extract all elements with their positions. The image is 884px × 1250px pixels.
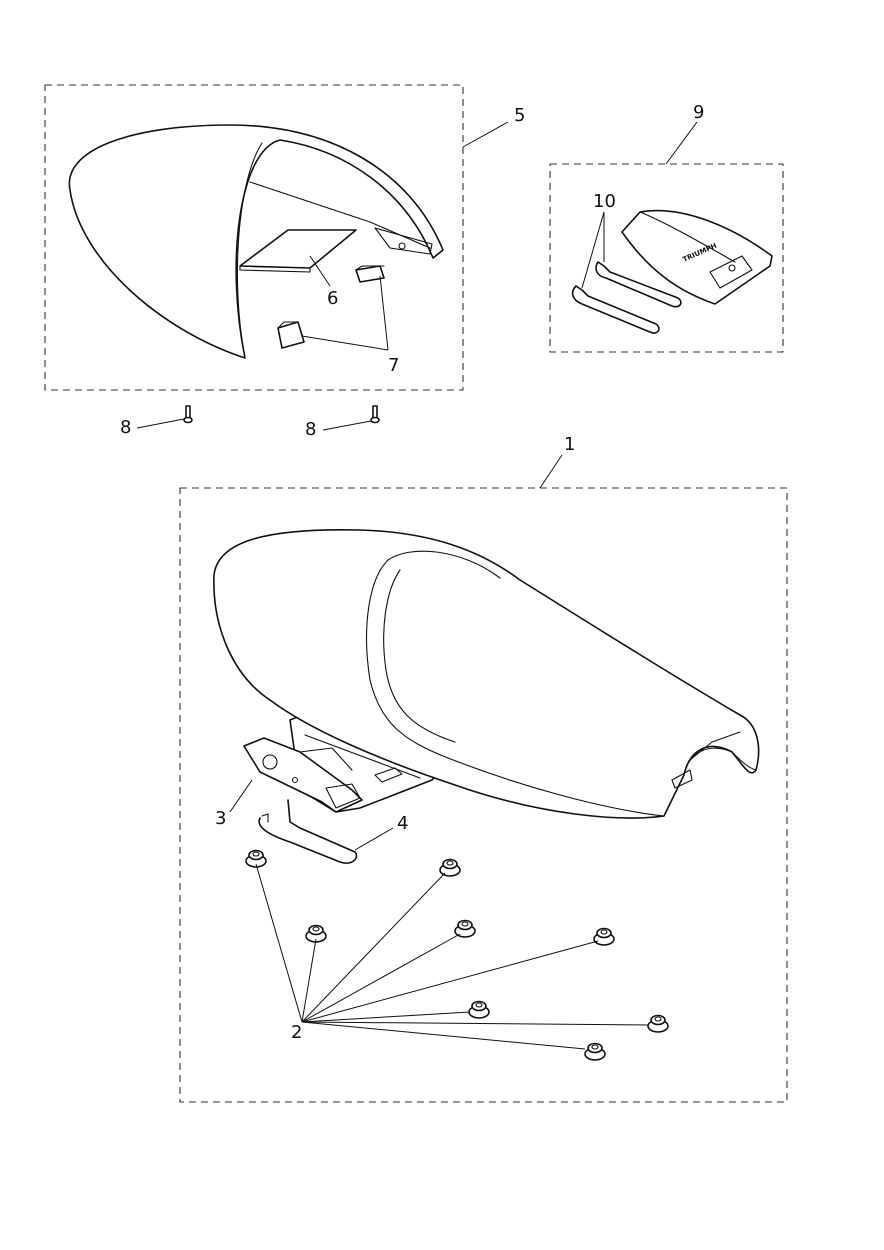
callout-6: 6 bbox=[327, 288, 338, 309]
callout-8-right: 8 bbox=[305, 419, 316, 440]
callout-4: 4 bbox=[397, 813, 408, 834]
cowl-group: 5 6 7 bbox=[44, 84, 525, 391]
seat-pad bbox=[239, 229, 357, 273]
grommet bbox=[305, 924, 327, 943]
seat-assembly-boundary bbox=[179, 487, 788, 1103]
callout-3: 3 bbox=[215, 808, 226, 829]
tool-kit-boundary bbox=[549, 163, 784, 353]
screws: 8 8 bbox=[120, 405, 380, 440]
callout-10: 10 bbox=[593, 191, 616, 212]
callout-9: 9 bbox=[693, 102, 704, 123]
release-cable: 4 bbox=[258, 799, 408, 864]
grommet bbox=[584, 1042, 606, 1061]
callout-1: 1 bbox=[564, 434, 575, 455]
grommet bbox=[468, 1000, 490, 1019]
tool-pouch: TRIUMPH bbox=[621, 209, 773, 305]
seat-group: 1 3 4 bbox=[179, 434, 788, 1103]
grommet bbox=[245, 849, 267, 868]
grommet-leaders bbox=[255, 863, 649, 1050]
callout-2: 2 bbox=[291, 1022, 302, 1043]
spanner-upper bbox=[595, 261, 682, 308]
seat bbox=[213, 528, 760, 819]
tool-kit-group: TRIUMPH 9 10 bbox=[549, 102, 784, 353]
screw-left bbox=[183, 405, 193, 424]
grommet bbox=[454, 919, 476, 938]
grommet bbox=[647, 1014, 669, 1033]
callout-7: 7 bbox=[388, 355, 399, 376]
callout-8-left: 8 bbox=[120, 417, 131, 438]
cowl-kit-boundary bbox=[44, 84, 464, 391]
bump-stop-small bbox=[355, 265, 385, 283]
callout-5: 5 bbox=[514, 105, 525, 126]
grommet bbox=[439, 858, 461, 877]
grommet bbox=[593, 927, 615, 946]
bump-stop-large bbox=[277, 321, 305, 349]
latch-bracket: 3 bbox=[215, 737, 363, 829]
screw-right bbox=[370, 405, 380, 424]
seat-cowl bbox=[68, 124, 444, 359]
spanner-lower bbox=[571, 285, 660, 334]
grommets bbox=[245, 849, 669, 1061]
